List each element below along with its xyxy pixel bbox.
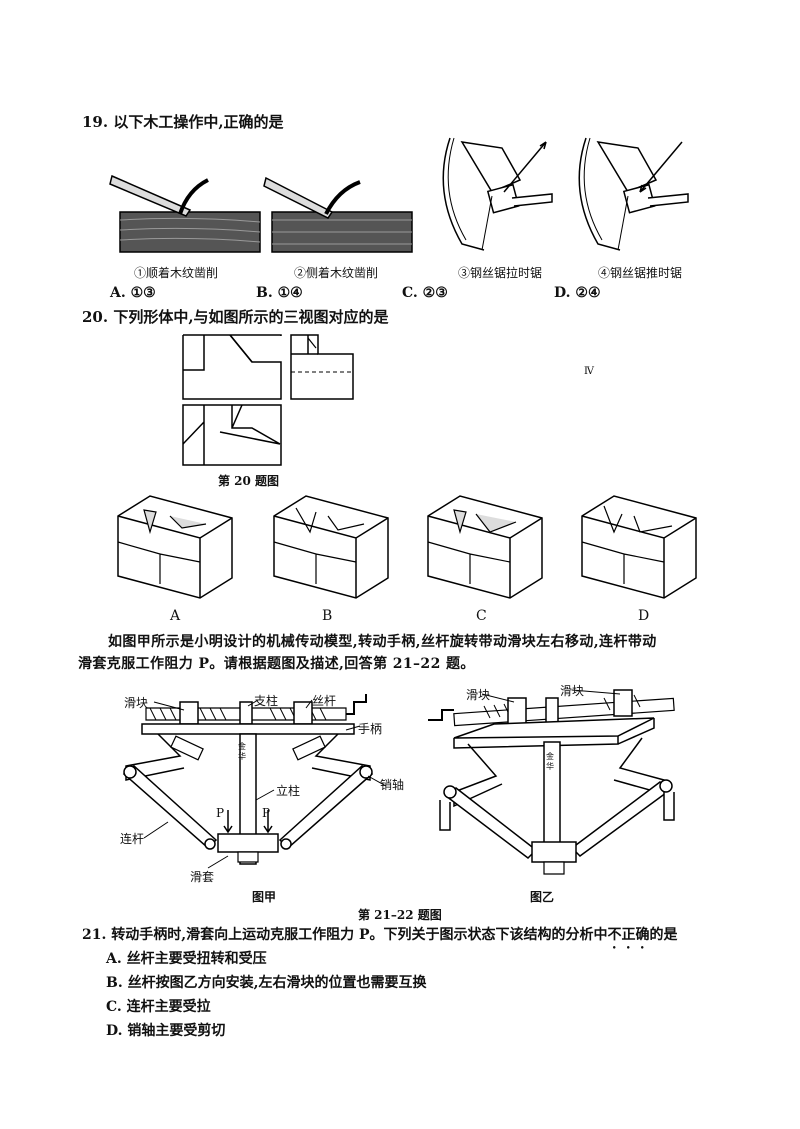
- label-p-left: P: [216, 806, 225, 820]
- label-pin: 销轴: [380, 778, 405, 792]
- label-link: 连杆: [120, 832, 145, 846]
- choice-a-figure: [110, 492, 240, 602]
- q21-option-d[interactable]: D. 销轴主要受剪切: [106, 1023, 226, 1039]
- label-column: 立柱: [276, 784, 301, 798]
- q19-option-b[interactable]: B. ①④: [256, 285, 303, 301]
- choice-c-label[interactable]: C: [476, 608, 487, 624]
- q21-option-b[interactable]: B. 丝杆按图乙方向安装,左右滑块的位置也需要互换: [106, 975, 427, 991]
- caption-3: ③钢丝锯拉时锯: [458, 266, 543, 280]
- caption-2: ②侧着木纹凿削: [294, 266, 379, 280]
- front-view: [182, 334, 282, 400]
- label-handle: 手柄: [358, 722, 383, 736]
- question-21-stem: 21. 转动手柄时,滑套向上运动克服工作阻力 P。下列关于图示状态下该结构的分析…: [82, 924, 678, 952]
- q21-option-c[interactable]: C. 连杆主要受拉: [106, 999, 211, 1015]
- label-slider-right: 滑块: [560, 684, 585, 698]
- stray-mark: Ⅳ: [584, 366, 594, 377]
- choice-d-figure: [574, 492, 704, 602]
- question-19-stem: 19. 以下木工操作中,正确的是: [82, 113, 284, 131]
- label-slider: 滑块: [124, 696, 149, 710]
- figure-jia-mechanism: [118, 690, 418, 900]
- side-view: [290, 334, 354, 400]
- fret-saw-pull-figure: [432, 132, 562, 262]
- choice-a-label[interactable]: A: [170, 608, 181, 624]
- top-view: [182, 404, 282, 466]
- question-20-stem: 20. 下列形体中,与如图所示的三视图对应的是: [82, 308, 389, 326]
- caption-1: ①顺着木纹凿削: [134, 266, 219, 280]
- question-21-stem-pre: 21. 转动手柄时,滑套向上运动克服工作阻力 P。下列关于图示状态下该结构的分析…: [82, 927, 608, 943]
- column-mark-right: 金 华: [546, 752, 554, 771]
- chisel-along-grain-figure: [110, 170, 270, 260]
- label-screw: 丝杆: [312, 694, 337, 708]
- choice-d-label[interactable]: D: [638, 608, 650, 624]
- q19-option-c[interactable]: C. ②③: [402, 285, 448, 301]
- fret-saw-push-figure: [568, 132, 698, 262]
- chisel-across-grain-figure: [262, 170, 422, 260]
- column-mark-left: 金 华: [238, 742, 246, 761]
- q19-option-a[interactable]: A. ①③: [110, 285, 156, 301]
- label-slider-left: 滑块: [466, 688, 491, 702]
- figure-21-22-caption: 第 21–22 题图: [358, 908, 442, 922]
- figure-yi-mechanism: [424, 682, 704, 894]
- choice-b-figure: [266, 492, 396, 602]
- caption-jia: 图甲: [252, 890, 277, 904]
- q21-option-a[interactable]: A. 丝杆主要受扭转和受压: [106, 951, 267, 967]
- label-sleeve: 滑套: [190, 870, 215, 884]
- label-p-right: P: [262, 806, 271, 820]
- question-21-stem-post: 的是: [649, 927, 678, 943]
- choice-c-figure: [420, 492, 550, 602]
- intro-line-1: 如图甲所示是小明设计的机械传动模型,转动手柄,丝杆旋转带动滑块左右移动,连杆带动: [108, 634, 657, 650]
- choice-b-label[interactable]: B: [322, 608, 333, 624]
- q19-option-d[interactable]: D. ②④: [554, 285, 601, 301]
- figure-20-caption: 第 20 题图: [218, 474, 280, 488]
- question-21-emphasis: 不正确: [607, 927, 650, 943]
- caption-yi: 图乙: [530, 890, 555, 904]
- intro-line-2: 滑套克服工作阻力 P。请根据题图及描述,回答第 21–22 题。: [78, 656, 475, 672]
- label-post: 支柱: [254, 694, 279, 708]
- caption-4: ④钢丝锯推时锯: [598, 266, 683, 280]
